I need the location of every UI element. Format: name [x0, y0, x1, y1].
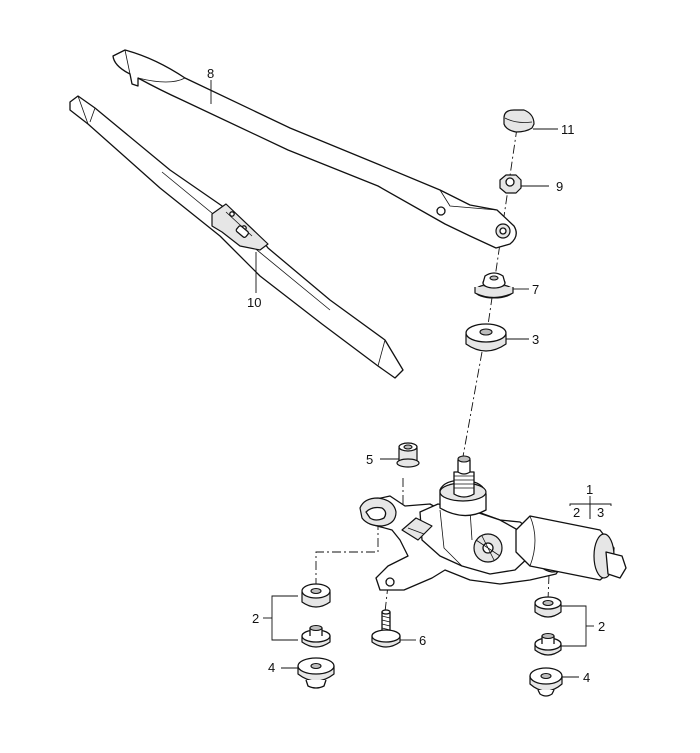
rubber-bushing-left — [301, 583, 331, 648]
label-motor-sub-b: 3 — [597, 505, 604, 520]
wiper-blade — [69, 95, 404, 379]
mounting-bolt — [371, 609, 401, 648]
label-arm: 8 — [207, 66, 214, 81]
label-washer-top: 7 — [532, 282, 539, 297]
label-motor: 1 — [586, 482, 593, 497]
label-bushing-left: 2 — [252, 611, 259, 626]
label-motor-sub-a: 2 — [573, 505, 580, 520]
label-nut: 9 — [556, 179, 563, 194]
washer-left — [297, 657, 335, 689]
cover-cap — [503, 109, 535, 133]
label-sleeve: 5 — [366, 452, 373, 467]
leader-lines — [210, 80, 612, 678]
label-cap: 11 — [561, 122, 575, 137]
hex-nut — [499, 174, 522, 194]
label-seal: 3 — [532, 332, 539, 347]
washer-right — [529, 667, 563, 697]
label-washer-right: 4 — [583, 670, 590, 685]
wiper-motor — [359, 455, 627, 591]
washer-top — [474, 272, 514, 299]
rubber-seal — [465, 323, 507, 352]
label-blade: 10 — [247, 295, 261, 310]
spacer-sleeve — [396, 442, 420, 468]
label-bushing-right: 2 — [598, 619, 605, 634]
rubber-bushing-right — [534, 596, 562, 656]
label-washer-left: 4 — [268, 660, 275, 675]
callout-labels: 8 11 9 7 3 10 5 1 2 3 2 4 6 2 4 — [207, 66, 605, 685]
label-bolt: 6 — [419, 633, 426, 648]
wiper-arm — [112, 49, 517, 249]
